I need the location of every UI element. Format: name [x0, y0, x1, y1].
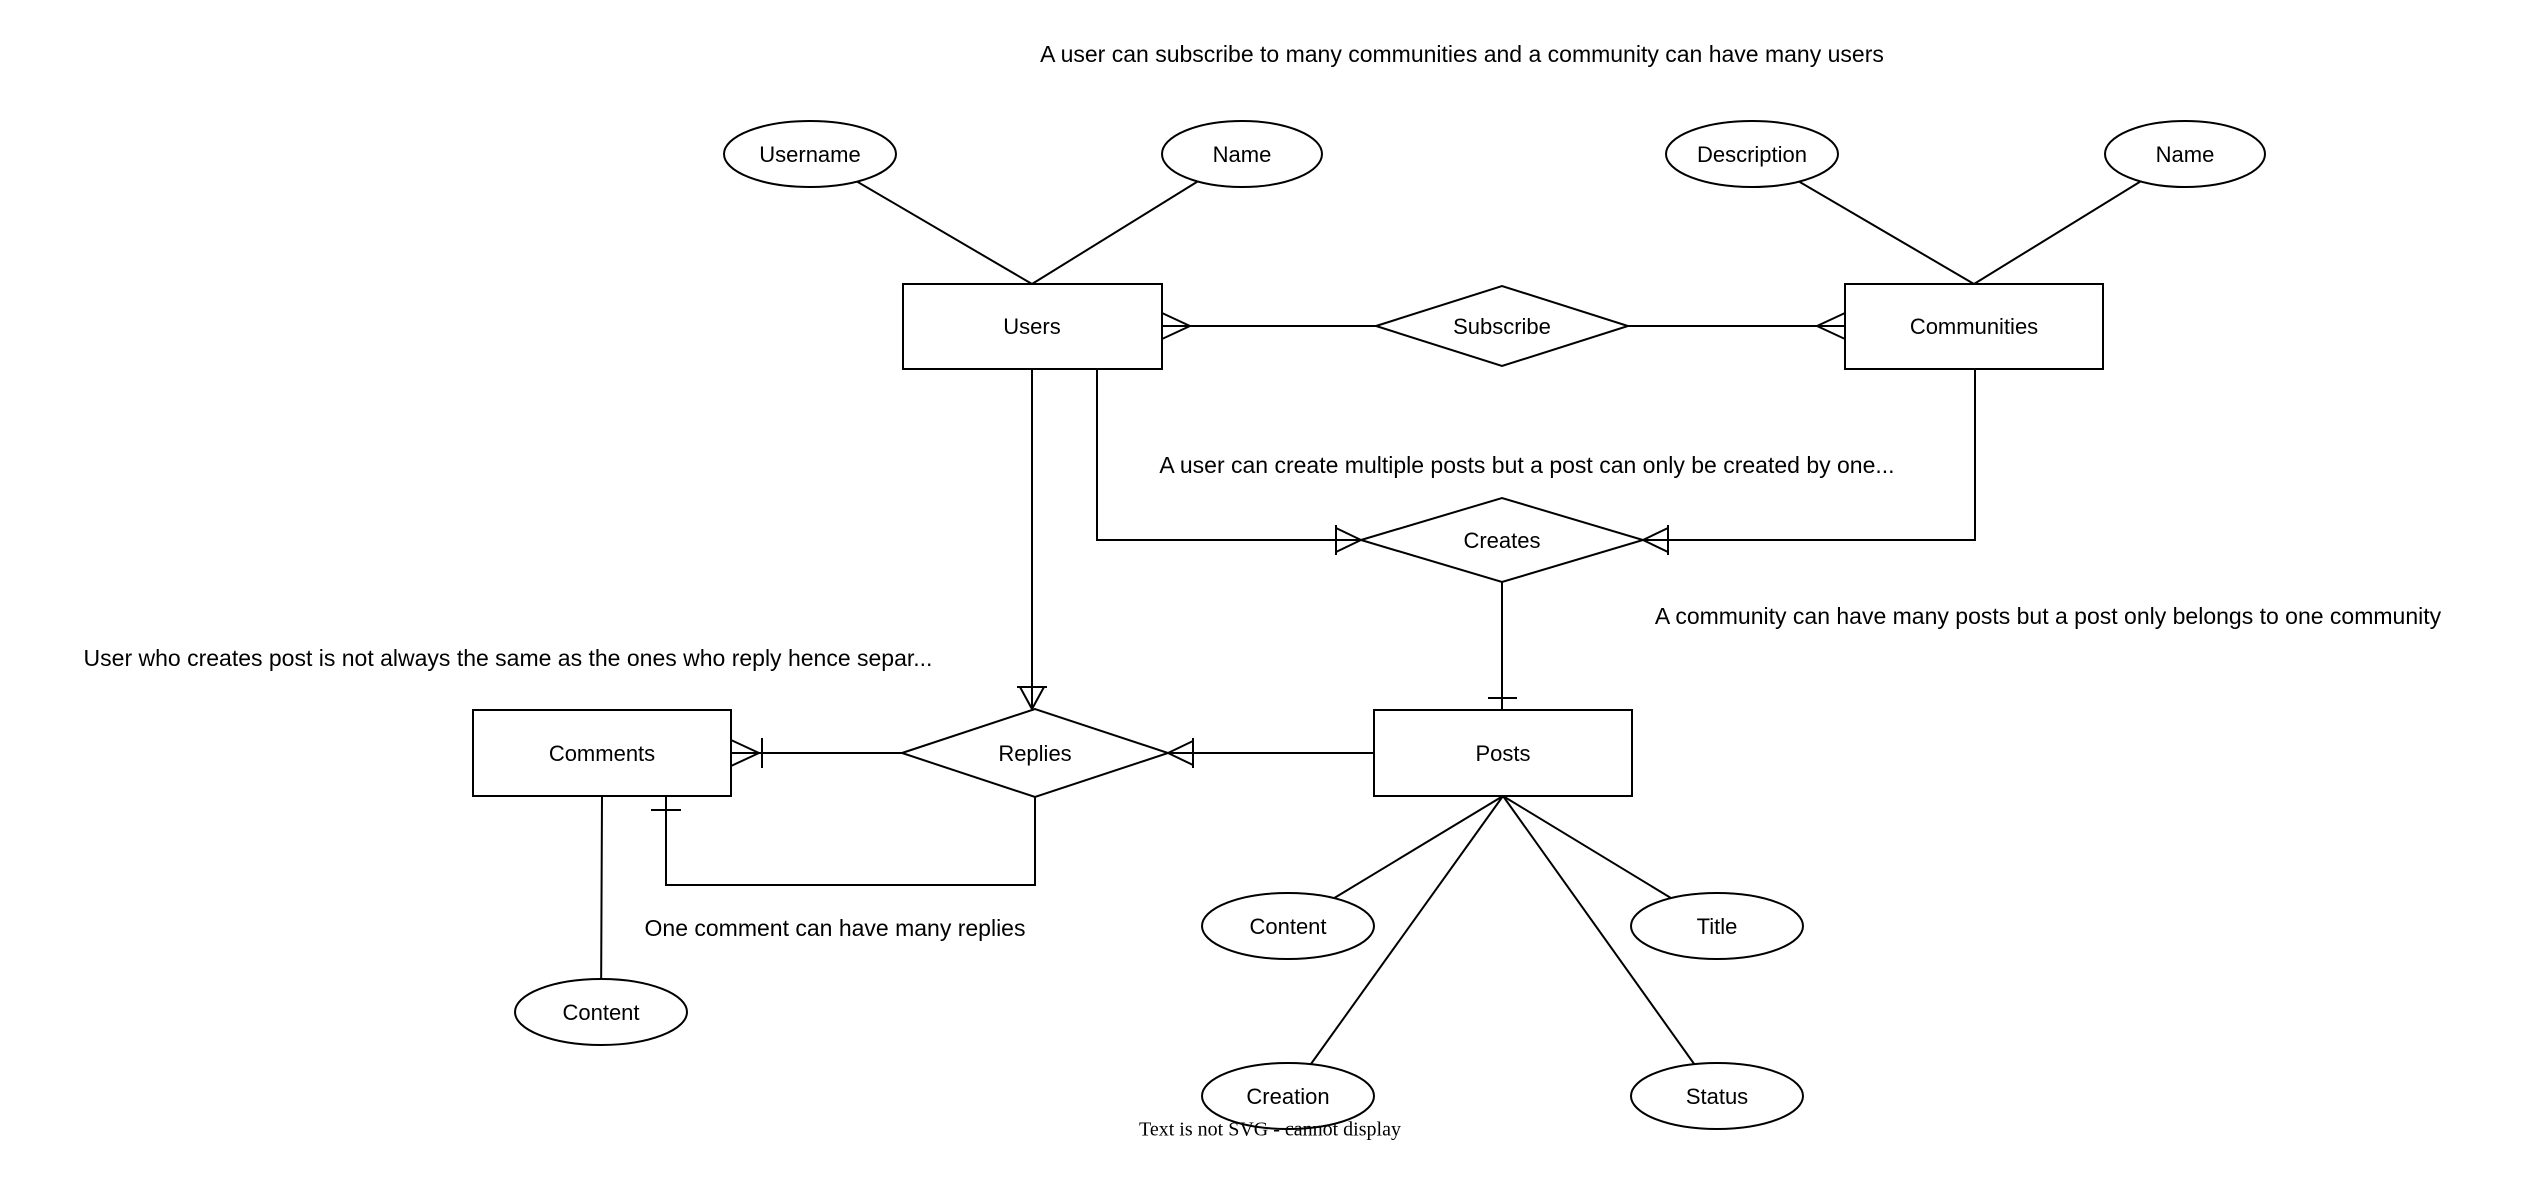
entities: [472, 283, 2104, 797]
attribute-users-name-ellipse: [1161, 120, 1323, 188]
attribute-posts-status-label: Status: [1686, 1084, 1748, 1109]
attribute-description-label: Description: [1697, 142, 1807, 167]
relationship-edges: [665, 325, 1976, 886]
relationship-creates-label: Creates: [1463, 528, 1540, 553]
attribute-users-name-label: Name: [1213, 142, 1272, 167]
crowfoot-many-users-icon: [1161, 312, 1191, 340]
relationship-replies-diamond: [898, 707, 1172, 799]
edge-status-posts: [1502, 795, 1718, 1097]
attribute-comments-content-label: Content: [562, 1000, 639, 1025]
attribute-comments-content-ellipse: [514, 978, 688, 1046]
note-creates: A user can create multiple posts but a p…: [1159, 452, 1894, 478]
edge-content-comments: [600, 795, 603, 1013]
note-subscribe: A user can subscribe to many communities…: [1040, 41, 1884, 67]
attribute-posts-creation-label: Creation: [1246, 1084, 1329, 1109]
edge-replies-comments-loop: [665, 796, 1036, 886]
crowfoot-replies-top-icon: [1017, 686, 1047, 710]
crowfoot-comments-icon: [730, 738, 763, 768]
note-comment-replies: One comment can have many replies: [645, 915, 1026, 941]
crowfoot-many-communities-icon: [1816, 312, 1846, 340]
edge-creates-communities: [1643, 369, 1976, 541]
cardinality-markers: [651, 312, 1846, 811]
attribute-posts-content-label: Content: [1249, 914, 1326, 939]
attribute-posts-title-label: Title: [1697, 914, 1738, 939]
attribute-posts-title-ellipse: [1630, 892, 1804, 960]
attribute-communities-name-label: Name: [2156, 142, 2215, 167]
attribute-description-ellipse: [1665, 120, 1839, 188]
svg-fallback-text: Text is not SVG - cannot display: [1139, 1119, 1401, 1141]
diagram-notes: A user can subscribe to many communities…: [84, 41, 2442, 941]
shape-labels: Users Communities Comments Posts Subscri…: [549, 142, 2215, 1109]
relationships: [898, 284, 1647, 799]
entity-communities-label: Communities: [1910, 314, 2038, 339]
entity-communities-box: [1844, 283, 2104, 370]
entity-users-box: [902, 283, 1163, 370]
entity-users-label: Users: [1003, 314, 1060, 339]
attribute-username-label: Username: [759, 142, 860, 167]
entity-posts-box: [1373, 709, 1633, 797]
attribute-posts-creation-ellipse: [1201, 1062, 1375, 1130]
relationship-replies-label: Replies: [998, 741, 1071, 766]
relationship-creates-diamond: [1357, 496, 1647, 584]
relationship-subscribe-diamond: [1372, 284, 1632, 368]
attribute-posts-content-ellipse: [1201, 892, 1375, 960]
crowfoot-replies-right-icon: [1167, 738, 1194, 768]
note-replies: User who creates post is not always the …: [84, 645, 933, 671]
crowfoot-creates-left-icon: [1335, 525, 1362, 555]
entity-posts-label: Posts: [1475, 741, 1530, 766]
note-community-posts: A community can have many posts but a po…: [1655, 603, 2442, 629]
relationship-subscribe-label: Subscribe: [1453, 314, 1551, 339]
attribute-username-ellipse: [723, 120, 897, 188]
entity-comments-box: [472, 709, 732, 797]
attribute-posts-status-ellipse: [1630, 1062, 1804, 1130]
edge-creation-posts: [1287, 795, 1504, 1097]
crowfoot-creates-right-icon: [1642, 525, 1669, 555]
attribute-communities-name-ellipse: [2104, 120, 2266, 188]
edge-users-creates: [1096, 369, 1361, 541]
entity-comments-label: Comments: [549, 741, 655, 766]
attribute-ellipses: [514, 120, 2266, 1130]
